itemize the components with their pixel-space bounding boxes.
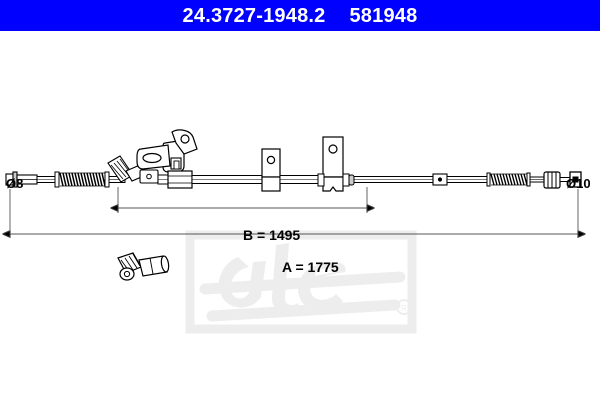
dimension-lines bbox=[10, 187, 578, 236]
diameter-label-left: Ø8 bbox=[6, 176, 24, 191]
small-ferrule bbox=[342, 173, 355, 187]
cable-main-right-2 bbox=[446, 176, 488, 183]
header-part-number: 24.3727-1948.2 bbox=[182, 4, 326, 27]
detached-clip-connector bbox=[117, 252, 170, 281]
ribbed-ferrule bbox=[543, 171, 561, 189]
abs-sensor-bracket bbox=[136, 129, 198, 189]
cable-assembly-diagram: R bbox=[0, 129, 600, 334]
left-end-fitting bbox=[5, 171, 56, 188]
mounting-tab-2 bbox=[317, 136, 344, 192]
cable-main-between-tabs bbox=[279, 175, 325, 184]
header-reference-number: 581948 bbox=[349, 4, 418, 27]
right-end-fitting bbox=[559, 171, 582, 188]
header-banner: 24.3727-1948.2 581948 bbox=[0, 0, 600, 31]
dimension-a bbox=[10, 189, 578, 236]
dimension-label-a: A = 1775 bbox=[282, 259, 339, 275]
svg-text:R: R bbox=[401, 304, 407, 313]
cable-main-middle bbox=[191, 175, 265, 184]
mounting-tab-1 bbox=[261, 148, 281, 192]
technical-drawing-area: R bbox=[0, 31, 600, 400]
angled-clamp-bracket bbox=[107, 155, 159, 184]
right-coil-spring bbox=[486, 172, 531, 187]
cable-main-right bbox=[353, 176, 447, 183]
diameter-label-right: Ø10 bbox=[566, 176, 591, 191]
cable-assembly bbox=[5, 129, 582, 281]
dimension-b bbox=[118, 187, 367, 213]
cable-clip-marker bbox=[432, 173, 448, 186]
cable-segment-right bbox=[529, 176, 545, 183]
ate-watermark: R bbox=[185, 230, 417, 334]
left-coil-spring bbox=[54, 171, 110, 188]
dimension-label-b: B = 1495 bbox=[243, 227, 301, 243]
